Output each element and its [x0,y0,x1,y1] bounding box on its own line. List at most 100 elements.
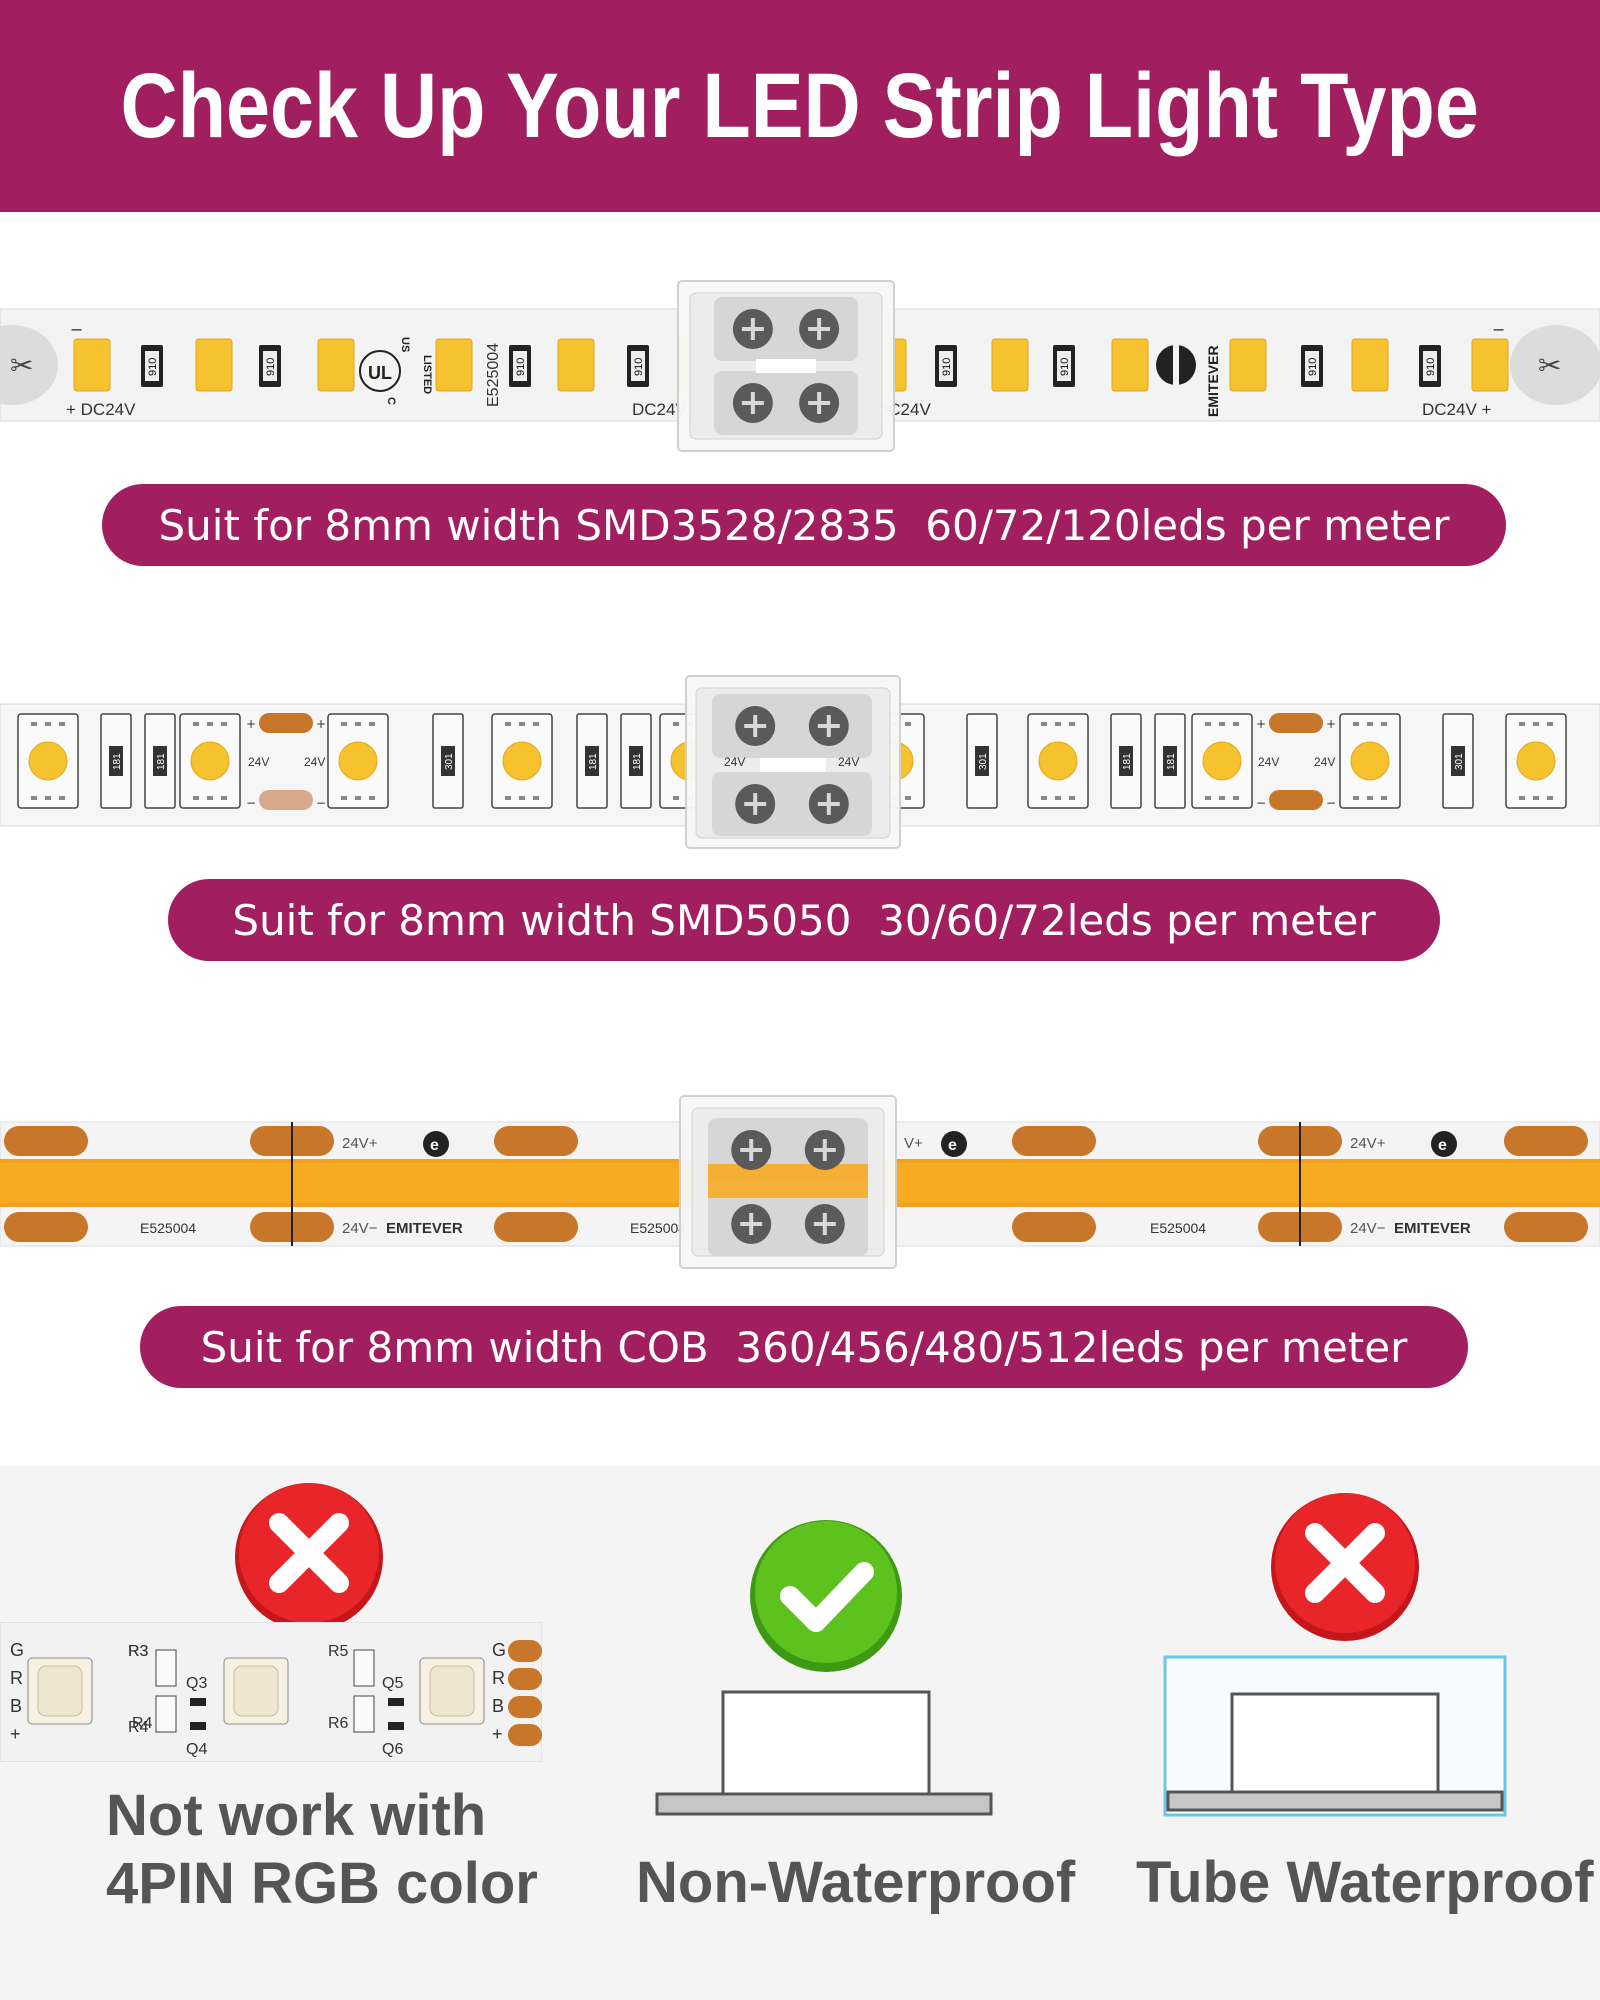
svg-text:✂: ✂ [1538,349,1561,382]
svg-text:e: e [430,1137,439,1154]
solder-pad [1269,713,1323,733]
solder-pad [4,1126,88,1156]
svg-text:B: B [492,1696,504,1716]
svg-text:E525004: E525004 [1150,1220,1206,1236]
rgb-caption-line1: Not work with [106,1783,487,1848]
led-chip [73,338,111,392]
tube-waterproof-cross-section [1163,1655,1507,1817]
led-chip [317,338,355,392]
svg-text:R3: R3 [128,1643,149,1660]
svg-text:181: 181 [112,753,123,770]
led-chip [1471,338,1509,392]
svg-text:Q4: Q4 [186,1741,207,1758]
svg-text:R: R [492,1668,505,1688]
cross-icon [1271,1493,1419,1641]
svg-text:EMITEVER: EMITEVER [1205,345,1221,417]
led-chip [991,338,1029,392]
svg-text:+: + [1256,717,1266,731]
solder-pad [508,1724,542,1746]
strip1-compat-label: Suit for 8mm width SMD3528/2835 60/72/12… [102,484,1506,566]
resistor-code: 910 [147,358,159,376]
resistor-code: 910 [941,358,953,376]
svg-text:V+: V+ [904,1135,923,1152]
svg-text:181: 181 [1122,753,1133,770]
svg-text:+: + [492,1724,503,1744]
svg-text:US: US [399,337,411,352]
strip1-cert-code: E525004 [485,343,502,407]
solder-pad [494,1212,578,1242]
brand-logo [1431,1131,1457,1157]
brand-logo [423,1131,449,1157]
svg-text:Q3: Q3 [186,1675,207,1692]
resistor-code: 910 [1425,358,1437,376]
led-chip [557,338,595,392]
svg-text:24V: 24V [304,755,325,769]
solder-pad [494,1126,578,1156]
svg-text:R4: R4 [128,1719,149,1736]
svg-text:301: 301 [444,753,455,770]
solder-pad [1504,1126,1588,1156]
svg-text:−: − [246,796,256,810]
resistor-code: 910 [1059,358,1071,376]
led-chip [195,338,233,392]
svg-text:+: + [10,1724,21,1744]
solder-pad [259,713,313,733]
connector-clip-2: 24V 24V [685,675,901,849]
tube-waterproof-caption: Tube Waterproof [1136,1850,1594,1915]
solder-pad [508,1668,542,1690]
strip1-voltage-left: + DC24V [66,400,136,419]
strip3-compat-label: Suit for 8mm width COB 360/456/480/512le… [140,1306,1468,1388]
connector-clip-3 [679,1095,897,1269]
svg-text:R4: R4 [132,1715,153,1732]
rgb-caption-line2: 4PIN RGB color [106,1851,538,1916]
svg-text:24V: 24V [838,755,859,769]
svg-text:24V−: 24V− [1350,1220,1386,1237]
svg-text:−: − [316,796,326,810]
resistor-code: 910 [265,358,277,376]
solder-pad [1012,1126,1096,1156]
brand-logo [941,1131,967,1157]
solder-pad [4,1212,88,1242]
svg-text:EMITEVER: EMITEVER [1394,1220,1471,1237]
svg-text:24V+: 24V+ [342,1135,378,1152]
svg-text:B: B [10,1696,22,1716]
solder-pad [259,790,313,810]
solder-pad [1012,1212,1096,1242]
svg-text:24V: 24V [248,755,269,769]
non-waterproof-cross-section [655,1690,993,1816]
cross-icon [235,1483,383,1631]
svg-text:24V−: 24V− [342,1220,378,1237]
svg-text:181: 181 [1166,753,1177,770]
svg-text:LISTED: LISTED [421,355,433,394]
svg-text:C: C [385,397,397,405]
strip1-brand: EMITEVER [1156,345,1221,417]
solder-pad [1269,790,1323,810]
svg-text:e: e [948,1137,957,1154]
solder-pad [508,1696,542,1718]
page-title: Check Up Your LED Strip Light Type [120,54,1480,157]
svg-text:301: 301 [1454,753,1465,770]
resistor-code: 910 [1307,358,1319,376]
svg-text:e: e [1438,1137,1447,1154]
rgb-caption: Not work with 4PIN RGB color [106,1782,538,1918]
svg-text:EMITEVER: EMITEVER [386,1220,463,1237]
svg-text:G: G [10,1640,24,1660]
header-banner: Check Up Your LED Strip Light Type [0,0,1600,212]
svg-text:181: 181 [588,753,599,770]
svg-text:✂: ✂ [10,349,33,382]
svg-text:24V: 24V [1258,755,1279,769]
svg-text:−: − [70,320,83,339]
svg-text:+: + [1326,717,1336,731]
svg-text:24V+: 24V+ [1350,1135,1386,1152]
svg-text:Q5: Q5 [382,1675,403,1692]
connector-clip-1 [677,280,895,452]
strip1-voltage-midleft: DC24V [632,400,687,419]
check-icon [750,1520,902,1672]
led-chip [1229,338,1267,392]
led-chip [1351,338,1389,392]
svg-text:Q6: Q6 [382,1741,403,1758]
